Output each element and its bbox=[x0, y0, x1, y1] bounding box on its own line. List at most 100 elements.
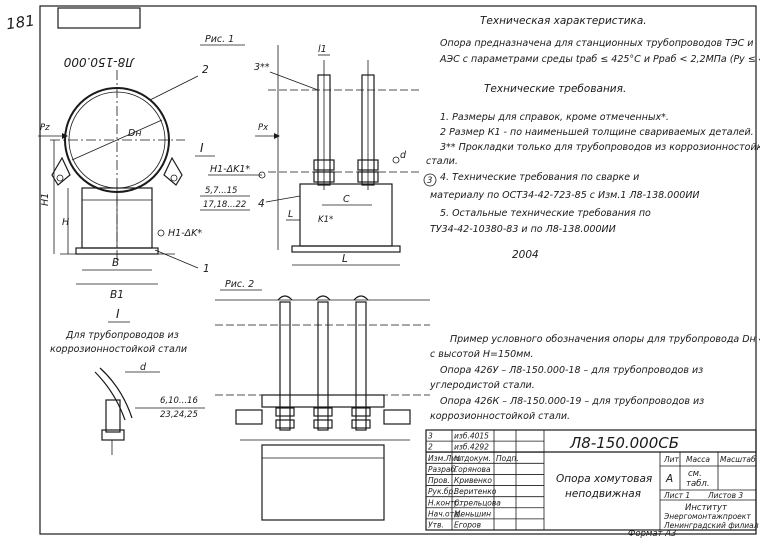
label-h1: H1 bbox=[40, 193, 51, 206]
tech-req-item-7: 5. Остальные технические требования по bbox=[440, 208, 651, 219]
example-line-4: углеродистой стали. bbox=[429, 380, 535, 391]
pos-2: 2 bbox=[202, 64, 209, 76]
org-1: Институт bbox=[685, 503, 728, 513]
label-l-bottom: L bbox=[342, 253, 348, 265]
signature-role: Пров. bbox=[428, 476, 450, 485]
detail-dim-d: d bbox=[140, 362, 147, 373]
label-dn: Dн bbox=[128, 128, 142, 139]
fig2-plate bbox=[261, 394, 385, 408]
tech-char-title: Техническая характеристика. bbox=[480, 15, 647, 27]
tech-req-item-4: стали. bbox=[426, 156, 458, 167]
example-line-1: Пример условного обозначения опоры для т… bbox=[450, 334, 760, 345]
signature-role: Рук.бр. bbox=[428, 487, 456, 496]
tech-char-line1: Опора предназначена для станционных труб… bbox=[440, 38, 753, 49]
signature-role: Изм.Лист bbox=[428, 454, 465, 463]
detail-dim-a: 6,10...16 bbox=[160, 396, 198, 406]
tech-req-title: Технические требования. bbox=[484, 83, 626, 95]
figure-2-view bbox=[215, 295, 430, 521]
label-l1: l1 bbox=[318, 44, 327, 55]
tech-req-item-8: ТУ34-42-10380-83 и по Л8-138.000ИИ bbox=[430, 224, 616, 235]
pos-1: 1 bbox=[203, 263, 210, 275]
fig2-support bbox=[261, 444, 385, 521]
tech-requirements: Технические требования. 1. Размеры для с… bbox=[423, 83, 760, 261]
example-designation: Пример условного обозначения опоры для т… bbox=[429, 334, 760, 422]
label-c: C bbox=[343, 194, 350, 205]
example-line-6: коррозионностойкой стали. bbox=[430, 411, 570, 422]
fig2-bolt-2 bbox=[317, 301, 329, 431]
detail-caption-2: коррозионностойкой стали bbox=[50, 344, 187, 355]
pos-4: 4 bbox=[258, 198, 265, 210]
figure-1-front-view: Рис. 1 Dн 2 1 I Pz H1 bbox=[38, 34, 266, 301]
org-3: Ленинградский филиал bbox=[663, 521, 759, 530]
tech-req-item-6: материалу по ОСТ34-42-723-85 с Изм.1 Л8-… bbox=[430, 190, 700, 201]
label-range1: 5,7...15 bbox=[205, 186, 237, 196]
fig2-bolt-1 bbox=[279, 301, 291, 431]
signature-name: № докум. bbox=[453, 454, 491, 463]
signature-name: Меньшин bbox=[454, 509, 491, 518]
signature-name: Егоров bbox=[454, 521, 481, 530]
clamp-right-lug bbox=[163, 156, 183, 186]
detail-dim-b: 23,24,25 bbox=[160, 410, 198, 420]
signature-name: Кривенко bbox=[454, 476, 492, 485]
label-k1: K1* bbox=[318, 215, 333, 225]
tech-characteristics: Техническая характеристика. Опора предна… bbox=[439, 15, 760, 65]
tech-req-item-2: 2 Размер К1 - по наименьшей толщине свар… bbox=[440, 127, 754, 138]
stamp-year: 2004 bbox=[512, 249, 539, 261]
figure-1-side-view: l1 L L C K1* 3** 4 Px d bbox=[254, 44, 420, 266]
label-b1: B1 bbox=[110, 289, 124, 301]
circled-3-marker bbox=[423, 173, 437, 187]
tech-req-item-5: 4. Технические требования по сварке и bbox=[440, 172, 639, 183]
fig1-label: Рис. 1 bbox=[205, 34, 234, 45]
format-label: Формат А3 bbox=[628, 529, 676, 538]
doc-code: Л8-150.000СБ bbox=[569, 434, 679, 452]
signature-role: 2 bbox=[428, 443, 433, 452]
label-px: Px bbox=[258, 123, 269, 133]
page-number: 181 bbox=[5, 11, 36, 33]
fig2-bolt-3 bbox=[355, 301, 367, 431]
detail-i: I Для трубопроводов из коррозионностойко… bbox=[50, 307, 205, 455]
example-line-3: Опора 426У – Л8-150.000-18 – для трубопр… bbox=[440, 365, 703, 376]
doc-code-rotated: Л8-150.000 bbox=[63, 55, 135, 69]
tech-req-item-3: 3** Прокладки только для трубопроводов и… bbox=[440, 142, 760, 153]
signature-role: Утв. bbox=[428, 521, 444, 530]
org-2: Энергомонтажпроект bbox=[663, 512, 751, 521]
mass-header: Масса bbox=[686, 455, 710, 464]
sheets-count: Листов 3 bbox=[707, 491, 743, 500]
tech-char-line2: АЭС с параметрами среды tраб ≤ 425°С и P… bbox=[439, 54, 760, 65]
clamp-left-lug bbox=[51, 156, 71, 186]
detail-title: I bbox=[116, 307, 120, 321]
lit-header: Лит. bbox=[663, 455, 681, 464]
detail-clamp-arc bbox=[94, 371, 126, 421]
example-line-2: с высотой H=150мм. bbox=[430, 349, 534, 360]
signature-name: Горянова bbox=[454, 465, 491, 474]
signature-role: 3 bbox=[428, 432, 433, 441]
signature-name: Стрельцова bbox=[454, 498, 501, 507]
example-line-5: Опора 426К – Л8-150.000-19 – для трубопр… bbox=[440, 396, 704, 407]
lit-value: А bbox=[665, 473, 673, 485]
label-pz: Pz bbox=[40, 123, 50, 133]
mass-value: см. bbox=[688, 469, 702, 479]
signature-role: Н.контр. bbox=[428, 498, 462, 507]
signature-role: Нач.отд. bbox=[428, 509, 462, 518]
signature-role: Разраб. bbox=[428, 465, 457, 474]
title-name-2: неподвижная bbox=[565, 488, 641, 500]
label-d: d bbox=[400, 150, 407, 161]
label-h1k2: H1-ΔK* bbox=[168, 228, 202, 239]
label-l-small: L bbox=[288, 209, 293, 220]
fig2-label: Рис. 2 bbox=[225, 279, 254, 290]
scale-header: Масштаб bbox=[720, 455, 756, 464]
title-block: Л8-150.000СБ Опора хомутовая неподвижная… bbox=[425, 429, 759, 538]
title-name-1: Опора хомутовая bbox=[556, 473, 652, 485]
doc-code-box: Л8-150.000 bbox=[57, 7, 141, 69]
label-range2: 17,18...22 bbox=[203, 200, 246, 210]
pos-3: 3** bbox=[254, 62, 270, 73]
signature-name: Веритенко bbox=[454, 487, 497, 496]
mass-value-2: табл. bbox=[686, 479, 710, 489]
detail-caption-1: Для трубопроводов из bbox=[65, 330, 179, 341]
label-h: H bbox=[62, 217, 69, 228]
sheet-frame bbox=[39, 5, 757, 535]
label-b: B bbox=[112, 257, 119, 269]
roman-i-callout: I bbox=[200, 141, 204, 155]
